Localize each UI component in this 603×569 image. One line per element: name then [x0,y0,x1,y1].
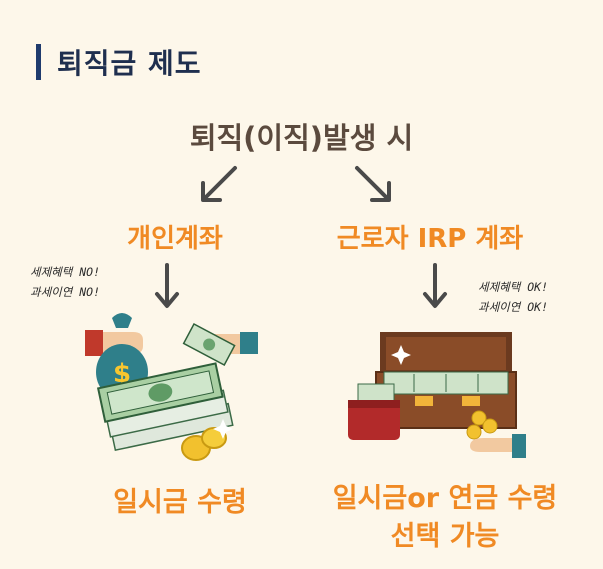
cash-stack-icon [96,362,234,452]
page-title: 퇴직금 제도 [57,47,202,80]
left-tax-note: 세제혜택 NO! 과세이연 NO! [30,262,100,302]
right-note-line1: 세제혜택 OK! [478,280,549,294]
left-note-line2: 과세이연 NO! [30,285,101,299]
coins-hand-icon [466,410,526,458]
right-tax-note: 세제혜택 OK! 과세이연 OK! [478,277,548,317]
title-accent-bar [36,44,41,80]
gold-coins-icon [181,419,233,461]
retirement-event-label: 퇴직(이직)발생 시 [189,121,414,155]
briefcase-money-icon [375,332,517,429]
irp-result-label: 일시금or 연금 수령 선택 가능 [325,480,565,556]
arrow-to-irp-icon [355,166,391,202]
personal-account-label: 개인계좌 [127,224,223,254]
right-note-line2: 과세이연 OK! [478,300,549,314]
arrow-down-right-icon [423,263,447,308]
arrow-down-left-icon [155,263,179,308]
wallet-icon [348,383,400,440]
irp-account-label: 근로자 IRP 계좌 [336,224,524,254]
irp-result-line1: 일시금or 연금 수령 [332,483,558,514]
lump-sum-result-label: 일시금 수령 [113,487,247,518]
arrow-to-personal-icon [201,166,237,202]
left-note-line1: 세제혜택 NO! [30,265,101,279]
hand-giving-cash-icon [182,323,258,367]
section-header: 퇴직금 제도 [36,42,202,82]
irp-result-line2: 선택 가능 [390,521,500,552]
